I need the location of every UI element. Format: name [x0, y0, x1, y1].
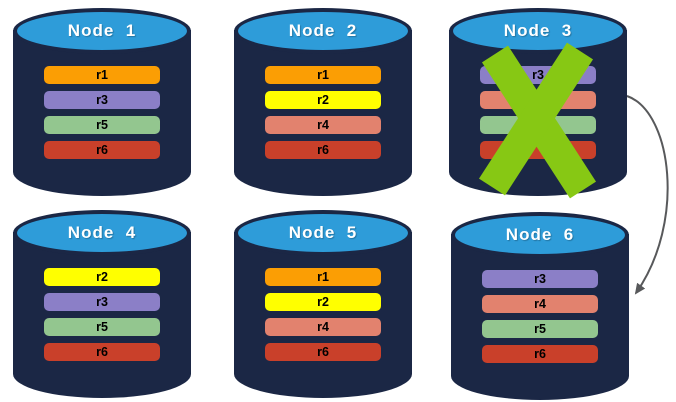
node-cylinder-1: r1 r3 r5 r6 Node 1: [13, 8, 191, 196]
replica-bar-list: r3: [480, 66, 596, 166]
replica-bar-r6: r6: [44, 343, 160, 361]
node-title: Node 4: [67, 223, 137, 242]
failover-arrow-path: [626, 95, 669, 295]
replica-bar-r3: r3: [482, 270, 598, 288]
replica-bar-r5: r5: [44, 116, 160, 134]
node-title: Node 2: [288, 21, 358, 40]
cylinder-body: [234, 232, 412, 398]
replica-bar-r3: r3: [480, 66, 596, 84]
replica-bar-r1: r1: [265, 66, 381, 84]
replica-bar-list: r1 r2 r4 r6: [265, 66, 381, 166]
replica-bar-list: r1 r3 r5 r6: [44, 66, 160, 166]
replica-bar-r4: r4: [265, 116, 381, 134]
replica-bar-list: r2 r3 r5 r6: [44, 268, 160, 368]
replica-bar-list: r3 r4 r5 r6: [482, 270, 598, 370]
node-cylinder-6: r3 r4 r5 r6 Node 6: [451, 212, 629, 400]
replica-bar-r1: r1: [265, 268, 381, 286]
replica-bar-r3: r3: [44, 293, 160, 311]
replica-bar-r6: r6: [265, 343, 381, 361]
replica-bar-r6: [480, 141, 596, 159]
cylinder-top: Node 2: [234, 8, 412, 54]
node-cylinder-5: r1 r2 r4 r6 Node 5: [234, 210, 412, 398]
node-cylinder-2: r1 r2 r4 r6 Node 2: [234, 8, 412, 196]
cylinder-body: [234, 30, 412, 196]
replica-bar-r2: r2: [265, 91, 381, 109]
replica-bar-r2: r2: [265, 293, 381, 311]
cylinder-body: [13, 30, 191, 196]
cylinder-body: [13, 232, 191, 398]
node-title: Node 3: [503, 21, 573, 40]
node-title: Node 5: [288, 223, 358, 242]
replica-bar-r4: [480, 91, 596, 109]
node-cylinder-4: r2 r3 r5 r6 Node 4: [13, 210, 191, 398]
cylinder-top: Node 1: [13, 8, 191, 54]
cylinder-top: Node 5: [234, 210, 412, 256]
replica-bar-r6: r6: [44, 141, 160, 159]
node-title: Node 6: [505, 225, 575, 244]
replica-bar-r5: r5: [482, 320, 598, 338]
node-title: Node 1: [67, 21, 137, 40]
cylinder-top: Node 3: [449, 8, 627, 54]
replica-bar-r4: r4: [482, 295, 598, 313]
cylinder-body: [451, 234, 629, 400]
cylinder-top: Node 6: [451, 212, 629, 258]
replica-bar-r1: r1: [44, 66, 160, 84]
cylinder-top: Node 4: [13, 210, 191, 256]
replica-bar-r5: [480, 116, 596, 134]
replica-bar-r4: r4: [265, 318, 381, 336]
replica-bar-r6: r6: [482, 345, 598, 363]
replica-bar-r3: r3: [44, 91, 160, 109]
node-cylinder-3: r3 Node 3: [449, 8, 627, 199]
replica-bar-r5: r5: [44, 318, 160, 336]
replica-bar-r6: r6: [265, 141, 381, 159]
replica-bar-list: r1 r2 r4 r6: [265, 268, 381, 368]
replica-bar-r2: r2: [44, 268, 160, 286]
